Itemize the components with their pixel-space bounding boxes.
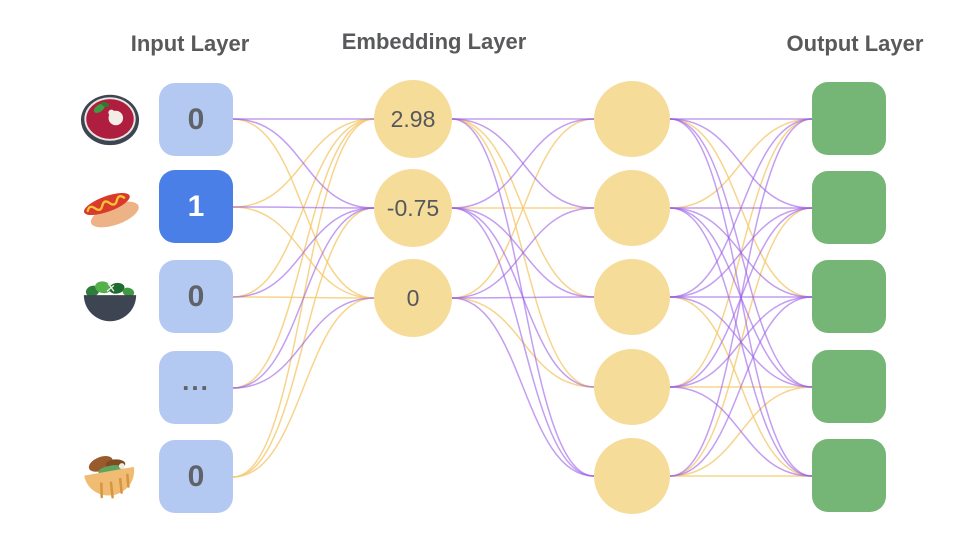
output-node-1 <box>812 171 886 244</box>
hidden-node-4 <box>594 438 670 514</box>
hotdog-icon <box>79 176 141 238</box>
embedding-node-2-value: 0 <box>406 284 420 311</box>
embedding-node-2: 0 <box>374 259 452 337</box>
input-node-1-value: 1 <box>187 189 205 223</box>
input-layer-title: Input Layer <box>130 31 250 56</box>
input-node-3: ... <box>159 351 233 424</box>
embedding-node-0: 2.98 <box>374 80 452 158</box>
output-node-2 <box>812 260 886 333</box>
embedding-node-1: -0.75 <box>374 169 452 247</box>
embedding-node-0-value: 2.98 <box>390 105 436 132</box>
input-node-4: 0 <box>159 440 233 513</box>
input-node-3-value: ... <box>182 366 210 396</box>
input-node-2-value: 0 <box>187 279 205 313</box>
output-layer-title: Output Layer <box>786 31 924 56</box>
input-node-1: 1 <box>159 170 233 243</box>
salad-bowl-icon <box>79 266 141 328</box>
output-node-0 <box>812 82 886 155</box>
hidden-node-0 <box>594 81 670 157</box>
embedding-node-1-value: -0.75 <box>386 194 440 221</box>
input-node-2: 0 <box>159 260 233 333</box>
pita-icon <box>79 446 141 508</box>
input-node-0: 0 <box>159 83 233 156</box>
output-node-3 <box>812 350 886 423</box>
input-node-0-value: 0 <box>187 102 205 136</box>
hidden-node-3 <box>594 349 670 425</box>
hidden-node-1 <box>594 170 670 246</box>
output-node-4 <box>812 439 886 512</box>
soup-icon <box>79 88 141 150</box>
input-node-4-value: 0 <box>187 459 205 493</box>
embedding-layer-title: Embedding Layer <box>341 29 527 54</box>
hidden-node-2 <box>594 259 670 335</box>
